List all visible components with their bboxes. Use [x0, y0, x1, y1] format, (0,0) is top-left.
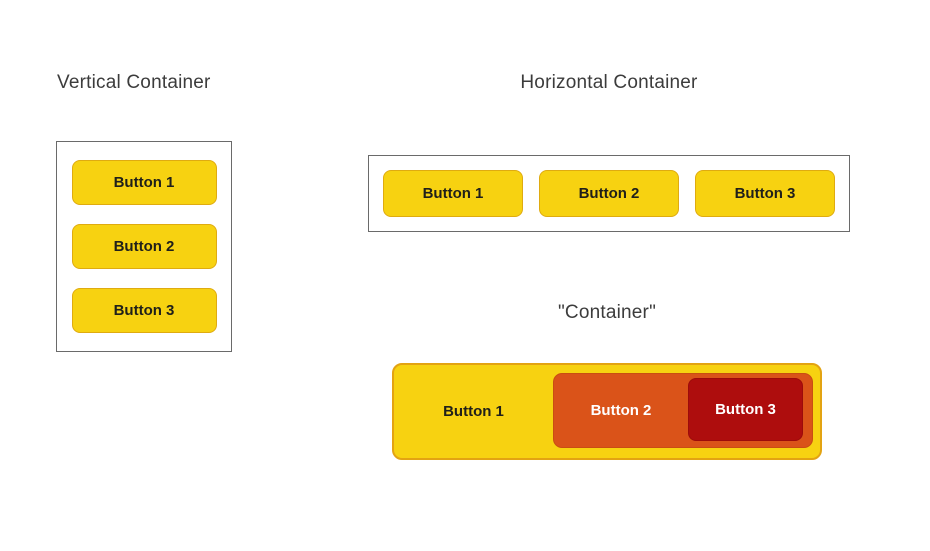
vertical-button-3[interactable]: Button 3 — [71, 288, 217, 333]
nested-button-3[interactable]: Button 3 — [688, 378, 803, 441]
horizontal-button-2[interactable]: Button 2 — [539, 170, 679, 217]
vertical-container: Button 1 Button 2 Button 3 — [56, 141, 232, 352]
nested-button-2[interactable]: Button 2 Button 3 — [553, 373, 813, 448]
horizontal-button-1[interactable]: Button 1 — [383, 170, 523, 217]
nested-container-title: "Container" — [557, 302, 657, 323]
horizontal-button-3[interactable]: Button 3 — [695, 170, 835, 217]
nested-button-1[interactable]: Button 1 Button 2 Button 3 — [392, 363, 822, 460]
horizontal-container: Button 1 Button 2 Button 3 — [368, 155, 850, 232]
vertical-button-1[interactable]: Button 1 — [71, 160, 217, 205]
vertical-button-2[interactable]: Button 2 — [71, 224, 217, 269]
nested-button-2-label: Button 2 — [590, 402, 652, 419]
nested-button-1-label: Button 1 — [443, 403, 504, 420]
horizontal-container-title: Horizontal Container — [520, 72, 698, 93]
vertical-container-title: Vertical Container — [57, 72, 211, 93]
